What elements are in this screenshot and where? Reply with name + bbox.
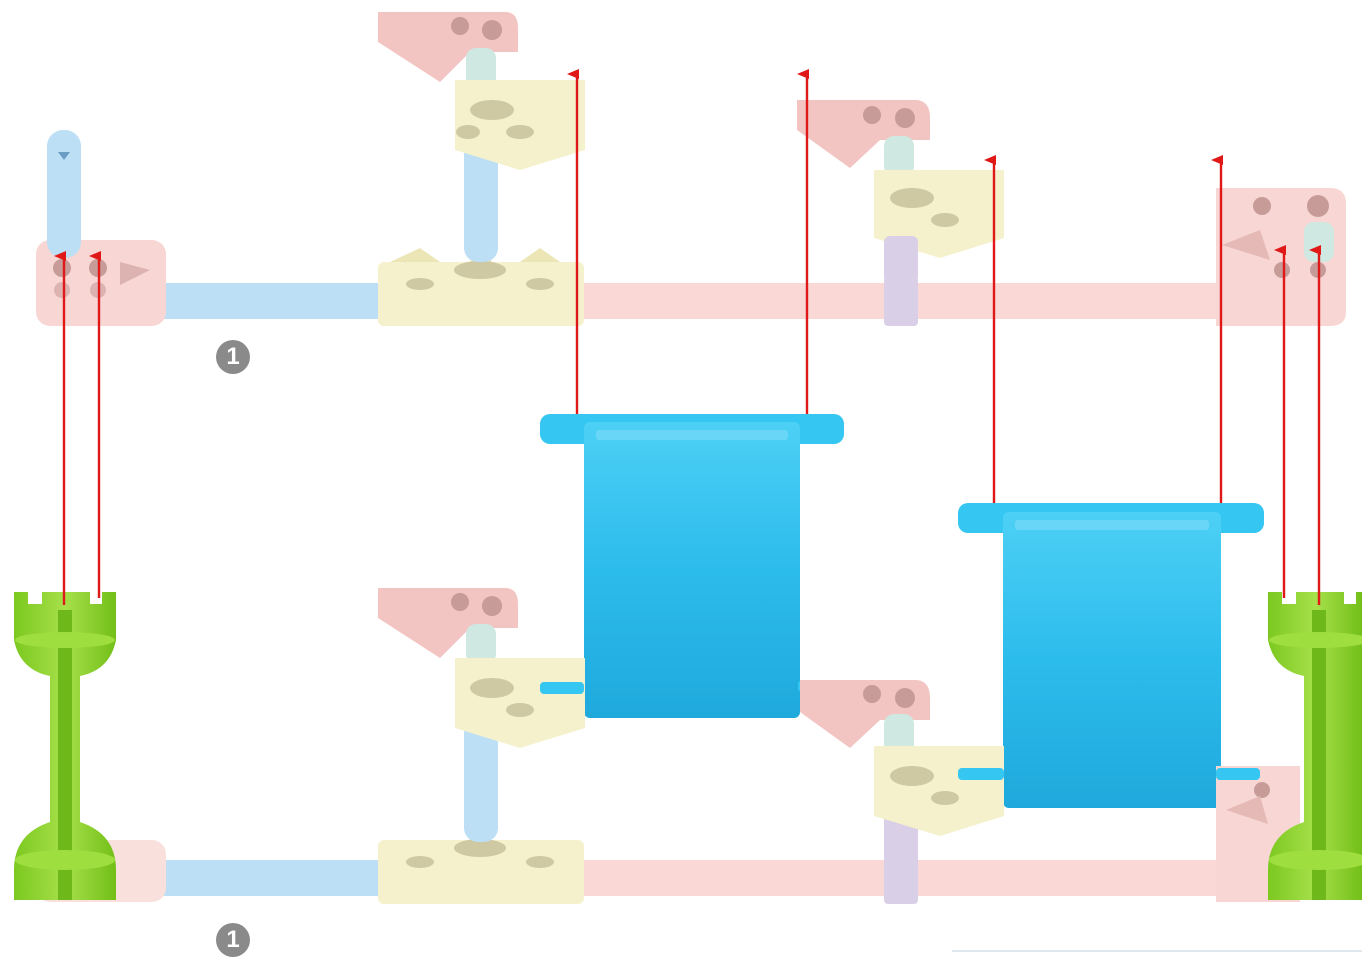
top-right-connector-stack bbox=[797, 100, 1004, 282]
assembly-arrows bbox=[54, 69, 1321, 605]
right-blue-panel bbox=[958, 503, 1264, 808]
right-green-wheel bbox=[1268, 592, 1362, 900]
top-purple-spacer bbox=[884, 276, 918, 326]
top-upper-connector-stack bbox=[378, 12, 585, 170]
left-green-wheel bbox=[14, 592, 116, 900]
top-left-vertical-rod bbox=[47, 130, 81, 258]
bottom-yellow-hub bbox=[378, 839, 584, 904]
bottom-right-connector-stack bbox=[798, 680, 1004, 836]
top-right-corner-connector bbox=[1216, 188, 1346, 326]
top-middle-vertical-rod bbox=[464, 132, 498, 262]
bottom-upper-connector-stack bbox=[378, 588, 585, 748]
bottom-middle-vertical-rod bbox=[464, 712, 498, 842]
bottom-purple-spacer bbox=[884, 808, 918, 904]
top-blue-rod bbox=[160, 283, 382, 319]
bottom-blue-rod bbox=[160, 860, 382, 896]
left-blue-panel bbox=[540, 414, 844, 718]
step-number-icon: 1 bbox=[216, 923, 250, 957]
top-frame bbox=[36, 12, 1346, 326]
step-number-icon: 1 bbox=[216, 340, 250, 374]
